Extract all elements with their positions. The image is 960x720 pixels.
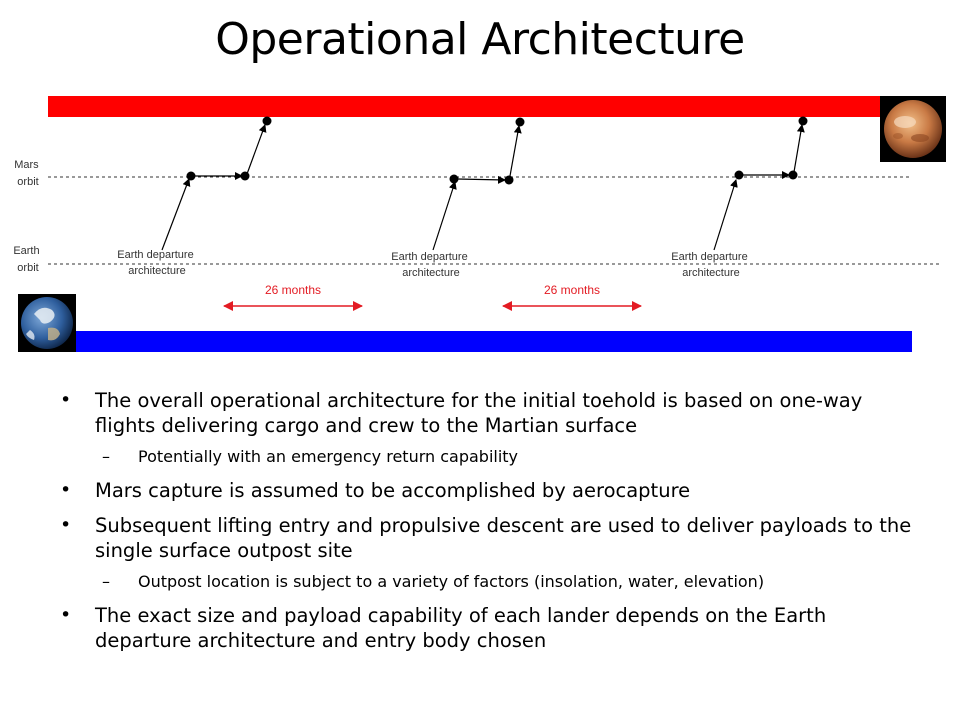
- mission-group-2: Earth departure architecture: [391, 117, 525, 279]
- interval-label-2: 26 months: [544, 283, 600, 297]
- waypoint-dot: [240, 171, 250, 181]
- mission-timeline-diagram: Mars orbit Earth orbit Earth departure a…: [13, 96, 946, 352]
- waypoint-dot: [515, 117, 525, 127]
- earth-planet-icon: [18, 294, 76, 352]
- mission-group-1: Earth departure architecture: [117, 116, 272, 277]
- waypoint-dot: [798, 116, 808, 126]
- departure-label-3: Earth departure architecture: [671, 251, 751, 279]
- waypoint-dot: [734, 170, 744, 180]
- interval-1: 26 months: [223, 283, 363, 311]
- waypoint-dot: [186, 171, 196, 181]
- mars-planet-icon: [880, 96, 946, 162]
- interval-label-1: 26 months: [265, 283, 321, 297]
- waypoint-dot: [504, 175, 514, 185]
- interval-2: 26 months: [502, 283, 642, 311]
- bullet-item: Mars capture is assumed to be accomplish…: [60, 478, 920, 503]
- mars-surface-bar: [48, 96, 880, 117]
- sub-bullet-item: Outpost location is subject to a variety…: [60, 571, 920, 593]
- waypoint-dot: [449, 174, 459, 184]
- bullet-item: The exact size and payload capability of…: [60, 603, 920, 653]
- mission-group-3: Earth departure architecture: [671, 116, 808, 279]
- waypoint-dot: [262, 116, 272, 126]
- mars-orbit-label: Mars orbit: [14, 159, 42, 188]
- slide-title: Operational Architecture: [215, 14, 745, 65]
- waypoint-dot: [788, 170, 798, 180]
- bullet-item: Subsequent lifting entry and propulsive …: [60, 513, 920, 563]
- earth-orbit-label: Earth orbit: [13, 245, 42, 274]
- sub-bullet-item: Potentially with an emergency return cap…: [60, 446, 920, 468]
- bullet-list: The overall operational architecture for…: [60, 388, 920, 663]
- earth-surface-bar: [76, 331, 912, 352]
- departure-label-2: Earth departure architecture: [391, 251, 471, 279]
- departure-label-1: Earth departure architecture: [117, 249, 197, 277]
- bullet-item: The overall operational architecture for…: [60, 388, 920, 438]
